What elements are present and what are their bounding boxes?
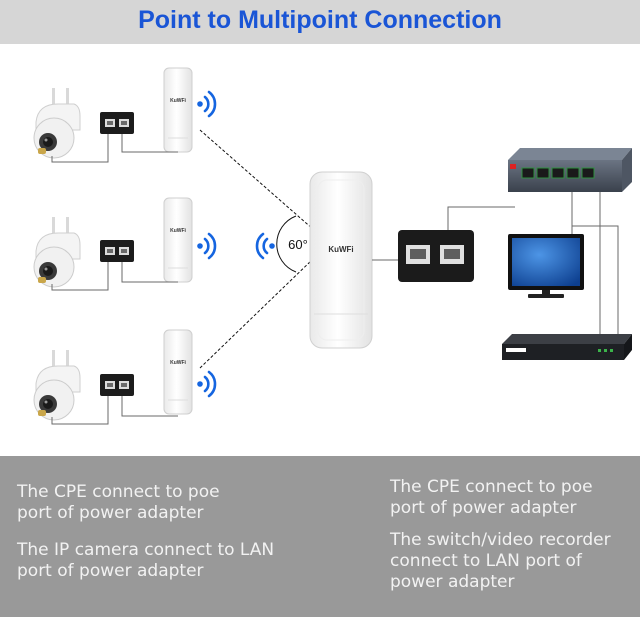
cpe-icon: KuWFi bbox=[163, 67, 193, 153]
client-row-3: KuWFi bbox=[33, 329, 217, 425]
network-switch-icon bbox=[508, 148, 632, 192]
wifi-signal-icon bbox=[255, 232, 277, 260]
poe-adapter-icon bbox=[372, 230, 474, 282]
caption-line: The CPE connect to poe bbox=[17, 482, 220, 502]
caption-line: The CPE connect to poe bbox=[390, 477, 593, 497]
caption-right-2: The switch/video recorder connect to LAN… bbox=[390, 530, 611, 593]
caption-line: connect to LAN port of bbox=[390, 551, 582, 571]
coverage-lines bbox=[199, 129, 315, 369]
caption-right-1: The CPE connect to poe port of power ada… bbox=[390, 477, 593, 519]
wifi-signal-icon bbox=[195, 370, 217, 398]
ip-camera-icon bbox=[33, 216, 81, 288]
network-diagram: KuWFi KuWFi KuWFi 60° KuWFi bbox=[33, 67, 632, 425]
wifi-signal-icon bbox=[195, 90, 217, 118]
poe-adapter-icon bbox=[100, 240, 134, 262]
cpe-brand: KuWFi bbox=[170, 360, 186, 366]
caption-left-1: The CPE connect to poe port of power ada… bbox=[17, 482, 220, 524]
client-row-2: KuWFi bbox=[33, 197, 217, 291]
caption-left-2: The IP camera connect to LAN port of pow… bbox=[17, 540, 274, 582]
caption-line: port of power adapter bbox=[17, 561, 204, 581]
monitor-icon bbox=[508, 234, 584, 298]
caption-line: port of power adapter bbox=[390, 498, 577, 518]
header-banner: Point to Multipoint Connection bbox=[0, 0, 640, 44]
caption-line: port of power adapter bbox=[17, 503, 204, 523]
poe-adapter-icon bbox=[100, 374, 134, 396]
poe-adapter-icon bbox=[100, 112, 134, 134]
cpe-brand: KuWFi bbox=[170, 228, 186, 234]
caption-line: The IP camera connect to LAN bbox=[17, 540, 275, 560]
caption-line: power adapter bbox=[390, 572, 515, 592]
client-row-1: KuWFi bbox=[33, 67, 217, 163]
cpe-icon: KuWFi bbox=[163, 197, 193, 283]
ip-camera-icon bbox=[33, 87, 81, 159]
cpe-icon: KuWFi bbox=[163, 329, 193, 415]
angle-label: 60° bbox=[288, 237, 308, 252]
cpe-brand: KuWFi bbox=[328, 245, 353, 254]
ip-camera-icon bbox=[33, 349, 81, 421]
video-recorder-icon bbox=[502, 334, 632, 360]
caption-line: The switch/video recorder bbox=[390, 530, 611, 550]
page-title: Point to Multipoint Connection bbox=[138, 6, 502, 34]
caption-panel: The CPE connect to poe port of power ada… bbox=[0, 456, 640, 617]
base-cpe-icon: KuWFi bbox=[309, 171, 373, 349]
cpe-brand: KuWFi bbox=[170, 98, 186, 104]
wifi-signal-icon bbox=[195, 232, 217, 260]
